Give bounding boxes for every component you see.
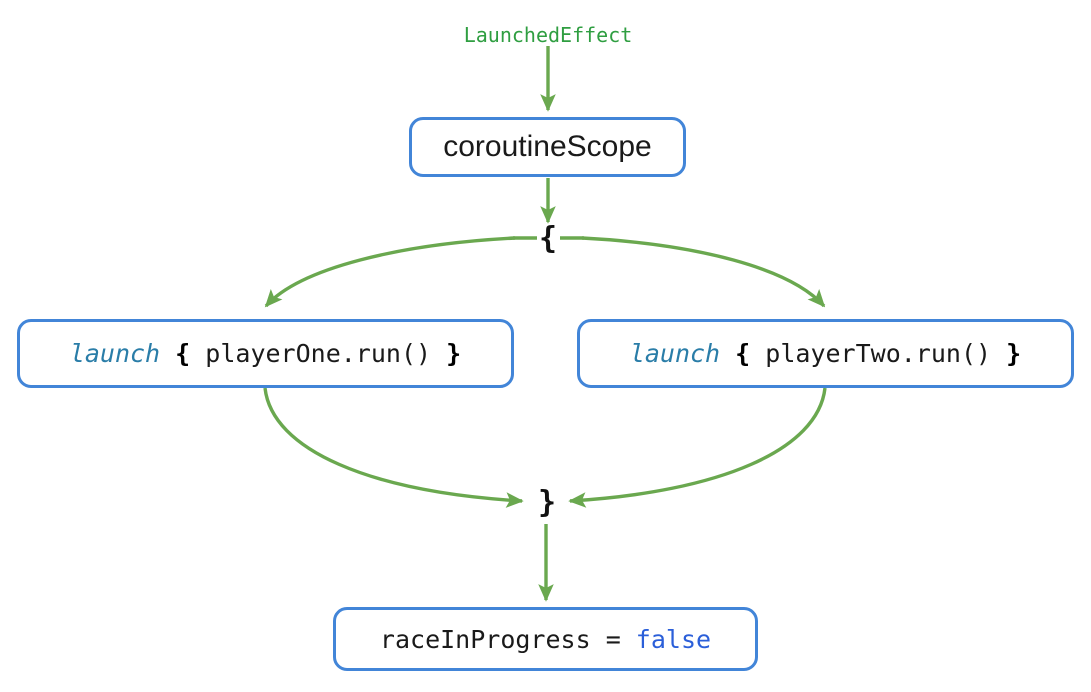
- edge-launch-two-to-closebrace: [568, 387, 827, 508]
- launch-two-space-1: [720, 339, 735, 368]
- launch-two-brace-close: }: [1006, 339, 1022, 368]
- close-brace-marker: }: [537, 485, 557, 520]
- launch-one-brace-open: {: [175, 339, 191, 368]
- node-coroutine-scope-label: coroutineScope: [443, 130, 652, 163]
- open-brace-marker: {: [538, 221, 558, 256]
- launch-two-space-3: [991, 339, 1006, 368]
- node-coroutine-scope[interactable]: coroutineScope: [409, 117, 686, 177]
- launch-two-space-2: [750, 339, 765, 368]
- launch-two-keyword: launch: [629, 339, 721, 368]
- launch-one-body: playerOne.run(): [205, 339, 432, 368]
- launch-one-space-1: [160, 339, 175, 368]
- race-flag-value: false: [635, 624, 712, 654]
- launch-one-space-2: [190, 339, 205, 368]
- launchedeffect-label: LaunchedEffect: [463, 23, 633, 47]
- launch-one-keyword: launch: [69, 339, 161, 368]
- node-launch-player-two[interactable]: launch { playerTwo.run() }: [577, 319, 1074, 388]
- node-race-in-progress[interactable]: raceInProgress = false: [333, 607, 758, 671]
- node-launch-player-one[interactable]: launch { playerOne.run() }: [17, 319, 514, 388]
- launch-two-body: playerTwo.run(): [765, 339, 992, 368]
- edge-openbrace-to-launch-two: [581, 236, 826, 308]
- launch-one-brace-close: }: [446, 339, 462, 368]
- edge-launch-one-to-closebrace: [263, 387, 524, 508]
- launch-one-space-3: [431, 339, 446, 368]
- edge-openbrace-to-launch-one: [264, 236, 516, 308]
- launch-two-brace-open: {: [735, 339, 751, 368]
- race-flag-assignment: raceInProgress =: [379, 624, 636, 654]
